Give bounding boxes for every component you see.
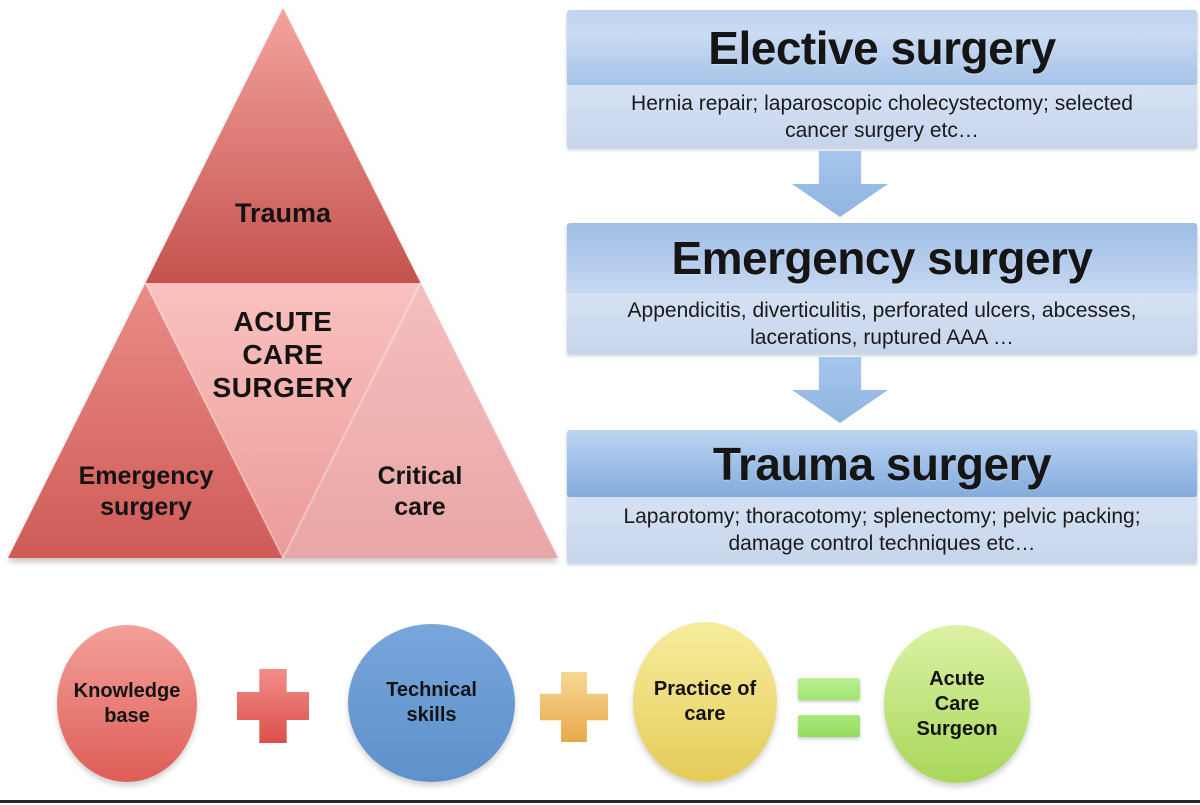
pyramid-section-trauma — [145, 8, 421, 283]
equation-term-technical-skills: Technical skills — [348, 624, 515, 782]
equation-term-knowledge-base: Knowledge base — [57, 625, 197, 782]
plus-icon — [540, 672, 608, 742]
pyramid-seam-right — [282, 282, 422, 559]
equals-bar-top — [798, 678, 860, 700]
down-arrow-icon — [792, 357, 888, 423]
plus-icon — [237, 669, 309, 743]
stage-title-trauma-surgery: Trauma surgery — [567, 430, 1197, 497]
pyramid-section-emergency-surgery — [8, 283, 283, 558]
bottom-border-line — [0, 800, 1200, 803]
stage-description-emergency-surgery: Appendicitis, diverticulitis, perforated… — [567, 293, 1197, 354]
equation-result-acute-care-surgeon: Acute Care Surgeon — [884, 625, 1030, 783]
pyramid-section-acute-care-surgery — [145, 283, 421, 558]
pyramid-graphic — [8, 8, 558, 559]
pyramid-section-critical-care — [283, 283, 558, 558]
stage-description-trauma-surgery: Laparotomy; thoracotomy; splenectomy; pe… — [567, 497, 1197, 563]
pyramid-seam-left — [144, 282, 284, 559]
equation-term-practice-of-care: Practice of care — [633, 622, 777, 782]
down-arrow-icon — [792, 151, 888, 217]
equals-bar-bottom — [798, 715, 860, 737]
stage-title-elective-surgery: Elective surgery — [567, 10, 1197, 85]
equals-icon — [798, 678, 860, 737]
stage-description-elective-surgery: Hernia repair; laparoscopic cholecystect… — [567, 85, 1197, 148]
stage-title-emergency-surgery: Emergency surgery — [567, 223, 1197, 293]
